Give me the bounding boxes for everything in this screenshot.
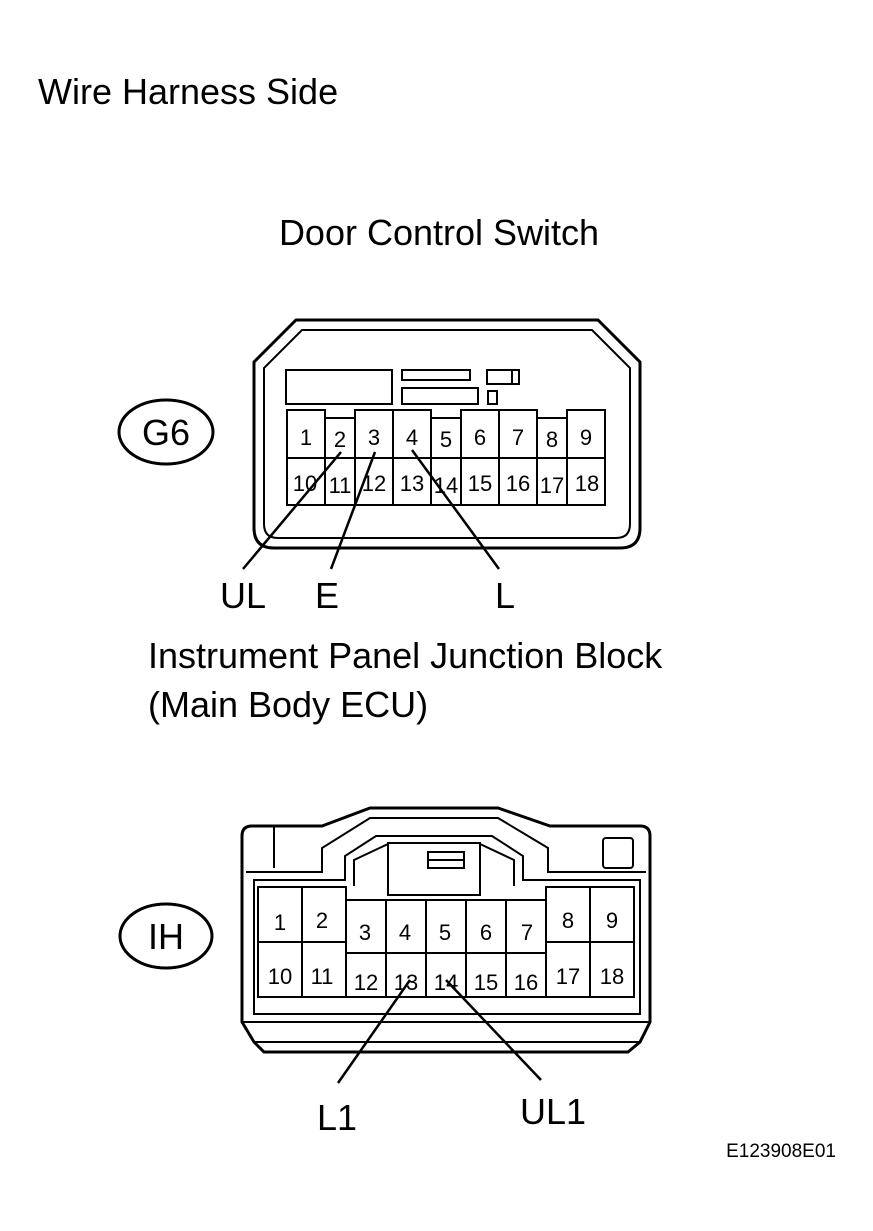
ih-pin-18: 18 [600,964,624,989]
g6-pin-15: 15 [468,471,492,496]
ih-pin-6: 6 [480,920,492,945]
g6-code: G6 [142,412,190,453]
ih-lead-ul1 [445,979,542,1081]
ih-pin-14: 14 [434,970,458,995]
ih-lead-l1 [336,979,412,1084]
g6-pin-9: 9 [580,425,592,450]
ih-lead-label-l1: L1 [317,1097,357,1138]
ih-pin-13: 13 [394,970,418,995]
g6-lead-label-l: L [495,575,515,616]
g6-title: Door Control Switch [279,212,599,253]
ih-title-line2: (Main Body ECU) [148,684,428,725]
ih-pin-1: 1 [274,910,286,935]
ih-pin-15: 15 [474,970,498,995]
ih-pin-12: 12 [354,970,378,995]
g6-lead-label-ul: UL [220,575,266,616]
ih-title-line1: Instrument Panel Junction Block [148,635,663,676]
g6-pin-6: 6 [474,425,486,450]
ih-pin-7: 7 [521,920,533,945]
g6-pin-7: 7 [512,425,524,450]
g6-pin-17: 17 [540,473,564,498]
g6-pin-8: 8 [546,427,558,452]
ih-pin-17: 17 [556,964,580,989]
g6-code-badge [117,398,215,466]
ih-pin-3: 3 [359,920,371,945]
ih-pin-2: 2 [316,908,328,933]
g6-pin-16: 16 [506,471,530,496]
ih-pin-5: 5 [439,920,451,945]
ih-lead-label-ul1: UL1 [520,1091,586,1132]
ih-pin-11: 11 [311,964,334,989]
g6-pin-13: 13 [400,471,424,496]
figure-id: E123908E01 [726,1141,836,1162]
g6-lead-e [329,451,377,570]
g6-pin-5: 5 [440,427,452,452]
g6-pin-11: 11 [329,473,352,498]
ih-pin-8: 8 [562,908,574,933]
ih-code: IH [148,916,184,957]
g6-lead-label-e: E [315,575,339,616]
g6-pin-3: 3 [368,425,380,450]
g6-lead-ul [242,451,342,570]
ih-pin-grid [257,886,635,998]
g6-pin-2: 2 [334,427,346,452]
page-heading: Wire Harness Side [38,71,338,112]
g6-lead-l [410,449,501,570]
g6-pin-4: 4 [406,425,418,450]
ih-code-badge [118,902,214,970]
g6-pin-1: 1 [300,425,312,450]
ih-pin-16: 16 [514,970,538,995]
ih-pin-4: 4 [399,920,411,945]
ih-pin-10: 10 [268,964,292,989]
ih-pin-9: 9 [606,908,618,933]
g6-pin-18: 18 [575,471,599,496]
